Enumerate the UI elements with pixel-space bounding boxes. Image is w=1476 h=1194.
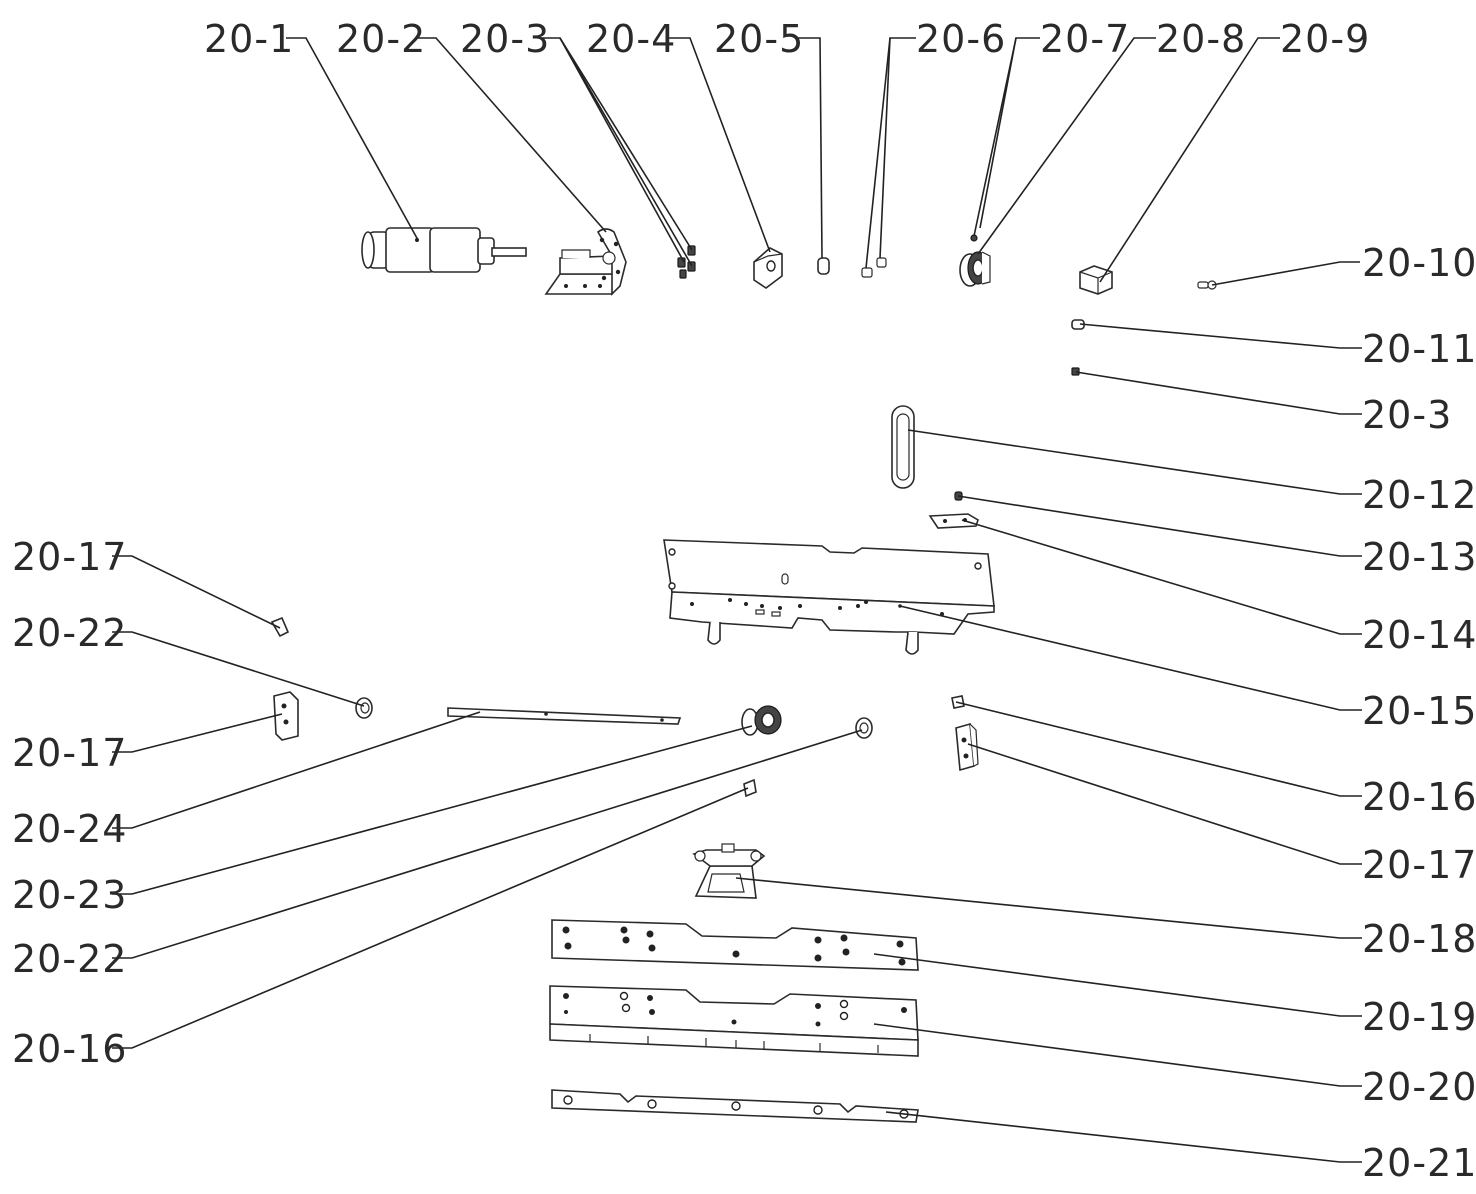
part-bushing-left (355, 697, 373, 719)
leader-20-5 (796, 37, 823, 259)
leader-20-20 (873, 1023, 1362, 1087)
leader-20-17b (112, 713, 283, 753)
part-main-frame (663, 539, 995, 655)
callout-20-14: 20-14 (1362, 613, 1476, 657)
leader-20-16 (955, 701, 1362, 797)
callout-20-22a: 20-22 (12, 611, 127, 655)
callout-20-23: 20-23 (12, 873, 127, 917)
callout-20-10: 20-10 (1362, 241, 1476, 285)
leader-20-6 (865, 37, 916, 269)
callout-20-19: 20-19 (1362, 995, 1476, 1039)
callout-20-3b: 20-3 (1362, 393, 1452, 437)
leader-20-22a (112, 631, 365, 707)
leader-20-3 (540, 37, 685, 263)
part-pulley-lower (741, 705, 782, 736)
leader-20-8 (977, 37, 1156, 255)
parts-layer (270, 227, 1217, 1123)
part-long-plate-2 (549, 985, 919, 1057)
callout-20-9: 20-9 (1280, 17, 1370, 61)
part-belt (891, 405, 915, 489)
part-screw-17 (270, 616, 290, 638)
part-square-block (753, 247, 783, 289)
leader-20-3b (1075, 371, 1362, 415)
leader-20-21 (885, 1111, 1362, 1163)
part-screw-3b (1071, 367, 1080, 376)
callout-20-3: 20-3 (460, 17, 550, 61)
callout-20-21: 20-21 (1362, 1141, 1476, 1185)
leader-20-13 (957, 495, 1362, 557)
part-bearing-block-right (955, 722, 979, 772)
callout-20-11: 20-11 (1362, 327, 1476, 371)
callout-20-12: 20-12 (1362, 473, 1476, 517)
callout-20-24: 20-24 (12, 807, 127, 851)
leader-20-17 (967, 743, 1362, 865)
callout-20-6: 20-6 (916, 17, 1006, 61)
part-timing-pulley (959, 251, 991, 287)
leader-20-16b (112, 787, 749, 1049)
leader-20-23 (112, 725, 753, 895)
callout-20-13: 20-13 (1362, 535, 1476, 579)
leader-20-22b (112, 729, 863, 959)
part-hinge-bracket (692, 843, 766, 899)
part-shaft (447, 707, 682, 725)
callout-20-5: 20-5 (714, 17, 804, 61)
leader-20-9 (1099, 37, 1280, 283)
callout-20-18: 20-18 (1362, 917, 1476, 961)
leader-20-24 (112, 711, 481, 829)
callout-20-17a: 20-17 (12, 535, 127, 579)
leader-20-19 (873, 953, 1362, 1017)
leader-20-12 (907, 429, 1362, 495)
part-screw-pair (861, 257, 887, 278)
part-spacer (817, 257, 830, 275)
part-motor-bracket (544, 228, 627, 296)
leader-20-1 (286, 37, 419, 241)
part-bearing-block-left (273, 691, 299, 741)
callout-20-1: 20-1 (204, 17, 294, 61)
part-screw-16b (743, 778, 757, 798)
callout-20-16b: 20-16 (12, 1027, 127, 1071)
callout-labels: 20-1 20-2 20-3 20-4 20-5 20-6 20-7 20-8 … (12, 17, 1476, 1185)
leader-20-4 (666, 37, 771, 253)
callout-20-16: 20-16 (1362, 775, 1476, 819)
callout-20-8: 20-8 (1156, 17, 1246, 61)
part-small-block (1079, 265, 1113, 295)
part-motor (361, 227, 527, 273)
callout-20-15: 20-15 (1362, 689, 1476, 733)
leader-20-14 (961, 519, 1362, 635)
leader-20-18 (735, 877, 1362, 939)
callout-20-4: 20-4 (586, 17, 676, 61)
leader-20-17a (112, 555, 281, 629)
part-bushing-center (855, 717, 873, 739)
callout-20-7: 20-7 (1040, 17, 1130, 61)
leader-20-10 (1211, 261, 1360, 286)
part-screws-cluster (677, 245, 696, 279)
callout-20-17b: 20-17 (12, 731, 127, 775)
leader-20-15 (899, 605, 1362, 711)
callout-20-17: 20-17 (1362, 843, 1476, 887)
part-flat-bar (551, 1089, 919, 1123)
callout-20-20: 20-20 (1362, 1065, 1476, 1109)
callout-20-22b: 20-22 (12, 937, 127, 981)
part-tensioner-bracket (928, 513, 979, 529)
callout-20-2: 20-2 (336, 17, 426, 61)
part-long-plate-1 (551, 919, 919, 971)
leader-20-2 (416, 37, 607, 233)
leader-20-11 (1079, 323, 1362, 349)
leader-lines (112, 37, 1362, 1163)
